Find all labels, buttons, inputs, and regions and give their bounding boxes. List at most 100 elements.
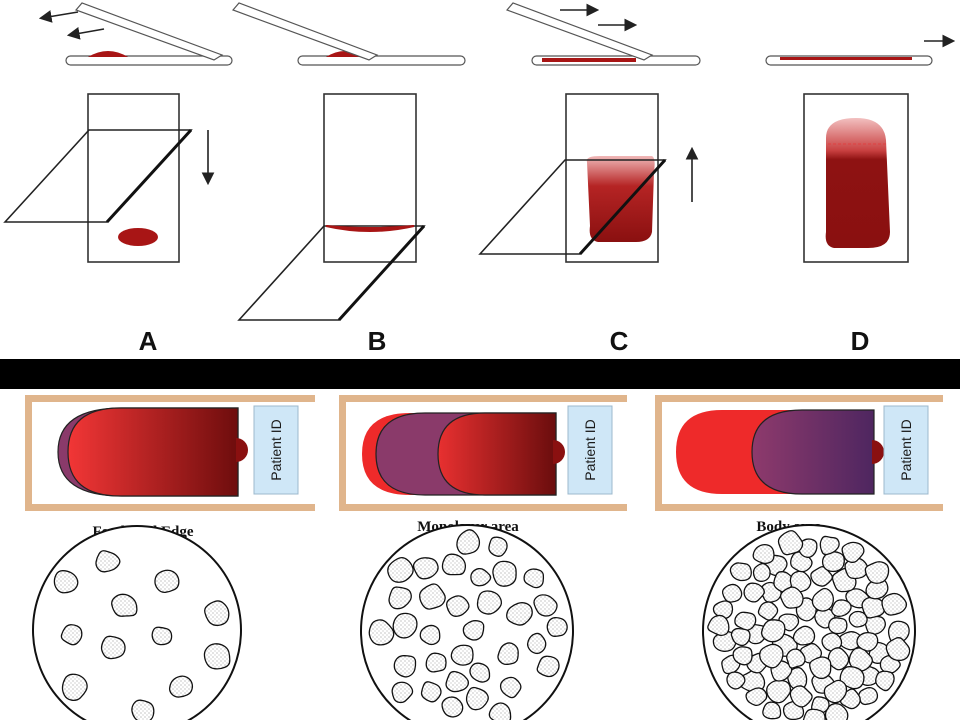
red-cell-icon bbox=[732, 646, 753, 666]
red-cell-icon bbox=[203, 643, 231, 670]
red-cell-icon bbox=[533, 594, 558, 617]
red-cell-icon bbox=[387, 557, 414, 583]
slide-top-view bbox=[87, 93, 180, 263]
red-cell-icon bbox=[841, 541, 865, 564]
blood-drop bbox=[118, 228, 158, 246]
red-cell-icon bbox=[392, 612, 418, 639]
red-cell-icon bbox=[391, 681, 414, 704]
cells-feathered-edge bbox=[53, 550, 231, 720]
slide-top-view bbox=[323, 93, 417, 263]
red-cell-icon bbox=[789, 570, 812, 593]
red-cell-icon bbox=[734, 611, 757, 631]
red-cell-icon bbox=[131, 699, 155, 720]
red-cell-icon bbox=[536, 655, 560, 678]
red-cell-icon bbox=[881, 592, 908, 616]
red-cell-icon bbox=[546, 617, 568, 637]
slide-body-area: Patient ID bbox=[655, 395, 943, 511]
red-cell-icon bbox=[425, 652, 447, 673]
red-cell-icon bbox=[470, 567, 492, 587]
red-cell-icon bbox=[864, 561, 890, 584]
red-cell-icon bbox=[368, 619, 395, 646]
red-zone bbox=[437, 412, 557, 496]
red-cell-icon bbox=[789, 685, 813, 708]
red-cell-icon bbox=[450, 644, 474, 666]
red-cell-icon bbox=[779, 586, 804, 609]
red-cell-icon bbox=[476, 590, 503, 615]
red-cell-icon bbox=[100, 635, 126, 660]
slide-side-view bbox=[65, 2, 233, 66]
patient-id-box bbox=[253, 405, 299, 495]
spreader-slide bbox=[505, 2, 654, 61]
red-cell-icon bbox=[712, 600, 734, 620]
red-cell-icon bbox=[492, 560, 517, 587]
red-cell-icon bbox=[885, 637, 911, 662]
red-cell-icon bbox=[497, 642, 519, 666]
red-cell-icon bbox=[757, 601, 779, 621]
red-cell-icon bbox=[752, 562, 771, 582]
step-label-b: B bbox=[368, 326, 387, 356]
red-cell-icon bbox=[721, 583, 743, 603]
red-cell-icon bbox=[828, 617, 848, 635]
red-cell-icon bbox=[462, 620, 485, 641]
red-cell-icon bbox=[446, 595, 470, 617]
slide-side-view bbox=[505, 2, 701, 66]
red-cell-icon bbox=[420, 681, 442, 703]
red-cell-icon bbox=[388, 586, 412, 610]
spreader-slide-top bbox=[3, 129, 193, 223]
blood-film bbox=[780, 57, 912, 60]
slide-feathered-edge: Patient ID bbox=[25, 395, 315, 511]
red-cell-icon bbox=[526, 632, 547, 655]
red-cell-icon bbox=[469, 662, 491, 683]
step-label-d: D bbox=[851, 326, 870, 356]
red-cell-icon bbox=[831, 599, 852, 618]
red-cell-icon bbox=[111, 593, 138, 617]
patient-id-label: Patient ID bbox=[268, 419, 284, 480]
step-label-a: A bbox=[139, 326, 158, 356]
red-cell-icon bbox=[811, 587, 835, 612]
blood-drop bbox=[236, 438, 248, 462]
red-cell-icon bbox=[506, 602, 533, 626]
red-cell-icon bbox=[445, 670, 470, 693]
red-cell-icon bbox=[777, 530, 804, 556]
blood-smear bbox=[825, 118, 890, 248]
red-cell-icon bbox=[761, 619, 786, 643]
red-cell-icon bbox=[752, 543, 775, 565]
spreader-slide bbox=[74, 2, 224, 61]
red-cell-icon bbox=[856, 631, 879, 652]
step-c: C bbox=[478, 2, 701, 356]
red-cell-icon bbox=[824, 702, 849, 720]
arrow-icon bbox=[38, 10, 79, 23]
patient-id-label: Patient ID bbox=[582, 419, 598, 480]
blood-line bbox=[325, 225, 415, 232]
patient-id-box bbox=[567, 405, 613, 495]
red-cell-icon bbox=[730, 627, 751, 647]
red-cell-icon bbox=[95, 550, 121, 573]
red-cell-icon bbox=[523, 568, 545, 589]
red-cell-icon bbox=[792, 625, 816, 646]
purple-zone bbox=[751, 409, 875, 495]
slide-monolayer-area: Patient ID bbox=[339, 395, 627, 511]
cells-monolayer bbox=[368, 529, 568, 720]
red-cell-icon bbox=[858, 687, 879, 706]
patient-id-box bbox=[883, 405, 929, 495]
step-d: D bbox=[765, 34, 956, 356]
spreader-slide-top bbox=[237, 225, 426, 321]
red-cell-icon bbox=[441, 553, 467, 576]
red-cell-icon bbox=[875, 670, 895, 692]
red-cell-icon bbox=[419, 624, 441, 646]
blood-drop bbox=[88, 51, 128, 57]
red-cell-icon bbox=[204, 600, 230, 627]
red-cell-icon bbox=[393, 655, 417, 678]
red-cell-icon bbox=[743, 582, 765, 603]
red-cell-icon bbox=[412, 557, 439, 580]
red-cell-icon bbox=[154, 569, 180, 594]
red-zone bbox=[67, 407, 239, 497]
blood-drop bbox=[872, 440, 884, 464]
slide-top-view bbox=[565, 93, 659, 263]
blood-drop bbox=[553, 440, 565, 464]
red-cell-icon bbox=[60, 624, 83, 646]
step-label-c: C bbox=[610, 326, 629, 356]
red-cell-icon bbox=[809, 656, 832, 680]
blood-smear bbox=[586, 156, 655, 242]
